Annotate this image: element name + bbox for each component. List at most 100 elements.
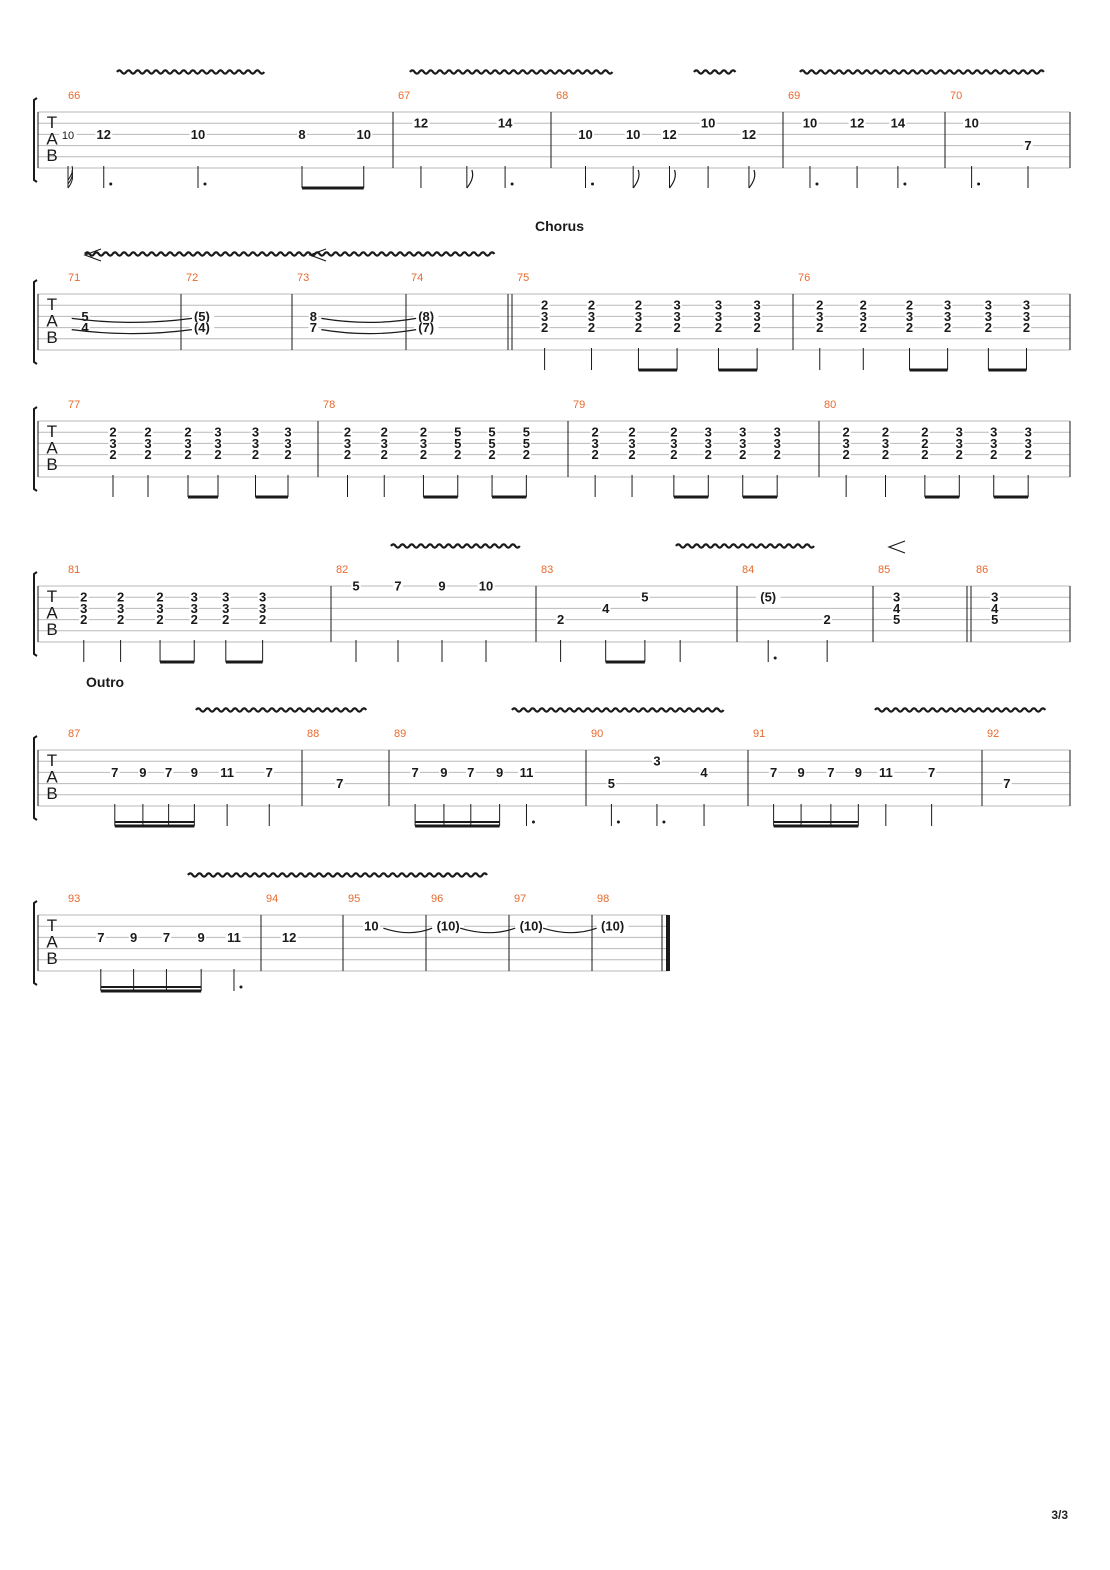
fret-mask [189,322,215,335]
fret-mask [494,766,505,779]
fret-mask [699,117,717,130]
fret-mask [521,437,532,450]
fret-number: 2 [488,447,495,462]
dot [662,820,666,824]
section-label: Chorus [535,218,584,234]
fret-number: 3 [592,436,599,451]
bar-number: 91 [753,728,765,740]
fret-number: 2 [420,425,427,440]
fret-number: 12 [414,116,428,131]
tie-arc [459,927,516,934]
fret-mask [661,128,678,141]
fret-mask [858,299,869,312]
fret-number: 3 [541,309,548,324]
fret-mask [942,310,953,323]
bar-number: 78 [323,399,335,411]
bar-number: 67 [398,90,410,102]
fret-number: 3 [774,436,781,451]
fret-number: 2 [628,447,635,462]
fret-mask [737,449,748,462]
fret-number: 9 [191,765,198,780]
fret-number: 7 [165,765,172,780]
fret-number: 3 [860,309,867,324]
fret-number: 2 [557,612,564,627]
fret-mask [880,426,891,439]
fret-mask [213,437,223,450]
fret-number: 10 [626,127,640,142]
staff-bracket [33,406,38,492]
fret-mask [942,299,953,312]
fret-mask [221,614,231,627]
fret-mask [1021,310,1032,323]
fret-mask [672,310,682,323]
fret-number: 5 [523,436,530,451]
fret-number: 7 [310,320,317,335]
fret-mask [521,426,532,439]
fret-number: 10 [803,116,817,131]
tab-clef-b: B [46,784,57,803]
dot [239,985,243,989]
fret-number: 2 [990,447,997,462]
fret-mask [815,322,825,335]
fret-mask [904,322,915,335]
fret-mask [342,426,353,439]
fret-mask [920,449,930,462]
fret-mask [418,449,429,462]
fret-mask [755,591,781,604]
fret-mask [143,426,153,439]
bar-number: 77 [68,399,80,411]
fret-number: 5 [523,425,530,440]
fret-number: 2 [816,320,823,335]
fret-number: 7 [336,776,343,791]
fret-mask [108,449,118,462]
bar-number: 87 [68,728,80,740]
fret-number: 3 [184,436,191,451]
bar-number: 98 [597,893,609,905]
system-2: ChorusTAB715472(5)(4)738774(8)(7)7523223… [33,218,1071,372]
fret-mask [586,310,597,323]
bar-number: 68 [556,90,568,102]
tab-clef-b: B [46,328,57,347]
fret-mask [703,426,714,439]
fret-number: 5 [991,612,998,627]
fret-number: 5 [641,590,648,605]
fret-number: 3 [191,601,198,616]
fret-number: 9 [496,765,503,780]
fret-number: 3 [715,309,722,324]
bar-number: 96 [431,893,443,905]
fret-number: 2 [592,425,599,440]
fret-mask [439,766,449,779]
fret-number: 2 [592,447,599,462]
fret-number: 2 [222,612,229,627]
fret-mask [115,602,126,615]
fret-mask [737,426,748,439]
fret-number: 8 [310,309,317,324]
fret-mask [920,437,930,450]
fret-mask [752,310,762,323]
tab-clef-t: T [47,295,57,314]
fret-mask [1023,437,1033,450]
fret-mask [283,449,293,462]
tie-arc [71,317,192,323]
fret-number: 2 [523,447,530,462]
fret-mask [110,766,120,779]
fret-number: (5) [194,309,210,324]
fret-mask [108,426,118,439]
fret-number: 2 [1023,320,1030,335]
fret-mask [297,128,307,141]
fret-number: 2 [774,447,781,462]
fret-number: 2 [906,320,913,335]
fret-number: 2 [381,425,388,440]
fret-number: 3 [1025,425,1032,440]
fret-mask [596,920,629,933]
fret-number: 2 [921,447,928,462]
fret-number: 3 [252,425,259,440]
fret-mask [891,591,902,604]
fret-mask [155,591,165,604]
fret-mask [737,437,748,450]
fret-number: 2 [754,320,761,335]
fret-mask [826,766,836,779]
fret-mask [163,766,174,779]
fret-mask [283,437,293,450]
fret-number: 9 [855,765,862,780]
